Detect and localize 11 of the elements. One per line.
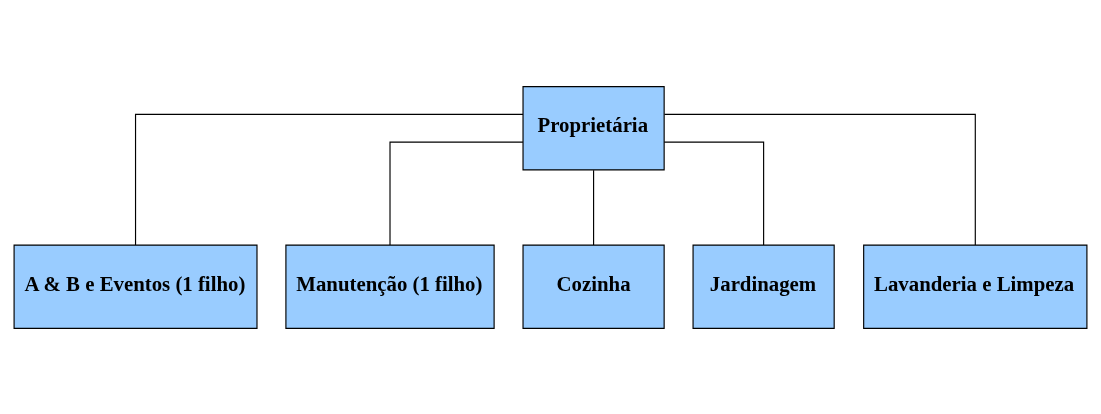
connector [663,113,976,246]
connector [134,113,524,246]
connector [663,141,765,245]
node-box: Manutenção (1 filho) [285,244,495,329]
connector [389,141,524,245]
node-box: Lavanderia e Limpeza [863,244,1088,329]
node-box: Proprietária [522,85,665,170]
node-box: A & B e Eventos (1 filho) [13,244,258,329]
node-box: Cozinha [522,244,665,329]
connector [593,169,595,246]
node-box: Jardinagem [692,244,835,329]
